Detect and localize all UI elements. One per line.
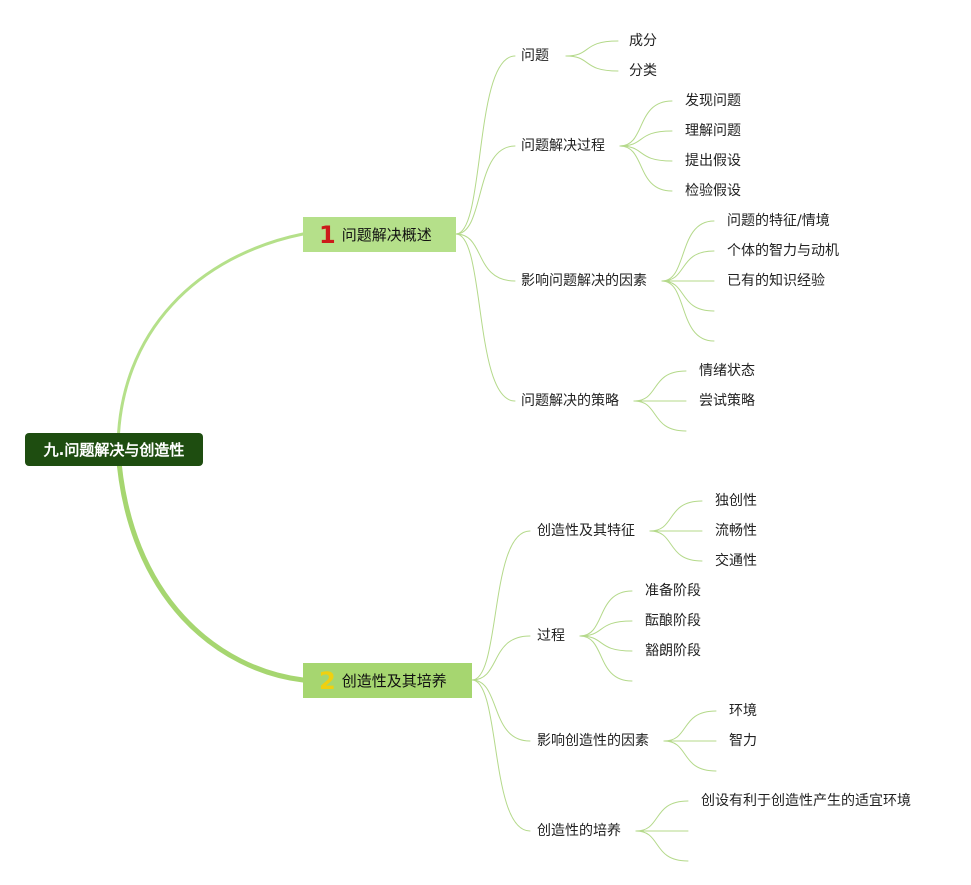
leaf-node[interactable]: 准备阶段 [645, 583, 701, 599]
leaf-node[interactable]: 检验假设 [685, 183, 741, 199]
topic-number-1: 1 [319, 220, 336, 249]
subtopic-connector [455, 55, 516, 235]
subtopic-solving-process[interactable]: 问题解决过程 [521, 138, 605, 154]
leaf-node[interactable]: 已有的知识经验 [727, 273, 825, 289]
leaf-node[interactable]: 交通性 [715, 553, 757, 569]
leaf-node[interactable]: 尝试策略 [699, 393, 755, 409]
leaf-connector [579, 620, 633, 637]
leaf-connector [619, 100, 673, 147]
root-connector-2 [115, 447, 306, 683]
leaf-node[interactable]: 个体的智力与动机 [727, 243, 839, 259]
leaf-connector [619, 130, 673, 147]
leaf-node[interactable]: 流畅性 [715, 523, 757, 539]
subtopic-connector [471, 530, 531, 681]
leaf-connector [579, 635, 633, 682]
main-topic-2[interactable]: 2 创造性及其培养 [303, 663, 472, 698]
leaf-connector [661, 280, 715, 342]
leaf-connector [633, 400, 687, 432]
root-topic-label: 九.问题解决与创造性 [43, 441, 185, 459]
subtopic-connector [455, 233, 516, 402]
leaf-node[interactable]: 提出假设 [685, 153, 741, 169]
leaf-connector [635, 830, 689, 862]
subtopic-connector [455, 233, 516, 282]
root-topic[interactable]: 九.问题解决与创造性 [25, 433, 203, 466]
main-topic-2-label: 创造性及其培养 [341, 672, 447, 690]
leaf-node[interactable]: 独创性 [715, 493, 757, 509]
leaf-node[interactable]: 问题的特征/情境 [727, 213, 830, 229]
subtopic-creativity-traits[interactable]: 创造性及其特征 [537, 523, 635, 539]
leaf-connector [661, 250, 715, 282]
subtopic-connector [471, 679, 531, 742]
leaf-connector [661, 220, 715, 282]
subtopic-problem[interactable]: 问题 [521, 48, 549, 64]
leaf-connector [565, 55, 619, 72]
main-topic-1[interactable]: 1 问题解决概述 [303, 217, 456, 252]
leaf-connector [635, 800, 689, 832]
subtopic-connector [455, 145, 516, 235]
leaf-connector [619, 145, 673, 162]
topic-number-2: 2 [319, 666, 336, 695]
leaf-node[interactable]: 豁朗阶段 [645, 643, 701, 659]
leaf-node[interactable]: 酝酿阶段 [645, 613, 701, 629]
subtopic-creativity-process[interactable]: 过程 [537, 628, 565, 644]
leaf-connector [619, 145, 673, 192]
leaf-node[interactable]: 成分 [629, 33, 657, 49]
leaf-connector [649, 530, 703, 562]
root-connector-1 [116, 232, 305, 452]
subtopic-creativity-cultivation[interactable]: 创造性的培养 [537, 823, 621, 839]
leaf-connector [663, 710, 717, 742]
subtopic-solving-factors[interactable]: 影响问题解决的因素 [521, 273, 647, 289]
leaf-connector [649, 500, 703, 532]
leaf-node[interactable]: 智力 [729, 733, 757, 749]
leaf-connector [565, 40, 619, 57]
subtopic-solving-strategies[interactable]: 问题解决的策略 [521, 393, 619, 409]
main-topic-1-label: 问题解决概述 [341, 226, 432, 244]
leaf-connector [579, 590, 633, 637]
leaf-connector [633, 370, 687, 402]
subtopic-connector [471, 679, 531, 832]
leaf-node[interactable]: 分类 [629, 63, 657, 79]
leaf-node[interactable]: 创设有利于创造性产生的适宜环境 [701, 793, 911, 809]
leaf-connector [663, 740, 717, 772]
leaf-connector [661, 280, 715, 312]
leaf-node[interactable]: 理解问题 [685, 123, 741, 139]
leaf-node[interactable]: 情绪状态 [699, 363, 755, 379]
subtopic-connector [471, 635, 531, 681]
leaf-node[interactable]: 环境 [729, 703, 757, 719]
leaf-connector [579, 635, 633, 652]
leaf-node[interactable]: 发现问题 [685, 93, 741, 109]
subtopic-creativity-factors[interactable]: 影响创造性的因素 [537, 733, 649, 749]
